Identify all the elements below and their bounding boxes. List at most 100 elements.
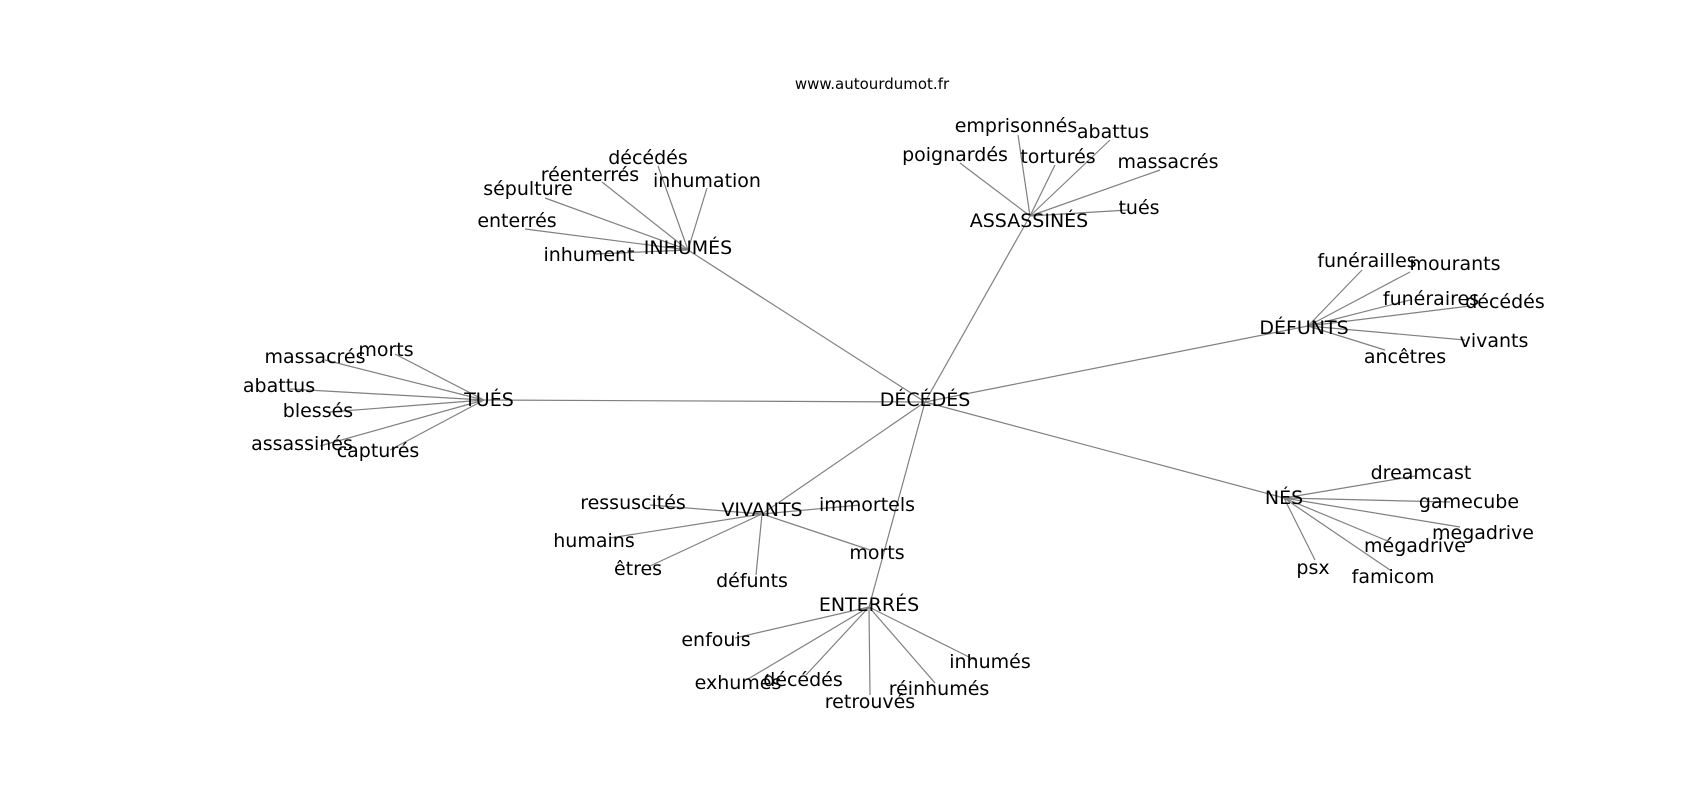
edge-defunts-2 bbox=[1307, 299, 1411, 327]
hub-node-defunts[interactable]: DÉFUNTS bbox=[1259, 316, 1348, 339]
edge-center-assassines bbox=[924, 215, 1031, 403]
leaf-node-tues-4[interactable]: assassinés bbox=[251, 433, 353, 455]
edge-defunts-5 bbox=[1307, 325, 1386, 351]
edge-vivants-2 bbox=[609, 513, 763, 539]
edge-tues-1 bbox=[324, 359, 485, 401]
edge-assassines-5 bbox=[1029, 209, 1129, 217]
edge-enterres-5 bbox=[868, 606, 871, 696]
edge-inhumes-2 bbox=[687, 187, 708, 251]
leaf-node-enterres-3[interactable]: décédés bbox=[763, 669, 843, 691]
edge-nes-1 bbox=[1283, 497, 1451, 503]
leaf-node-nes-1[interactable]: gamecube bbox=[1419, 491, 1519, 513]
leaf-node-vivants-4[interactable]: morts bbox=[849, 542, 904, 564]
leaf-node-tues-2[interactable]: abattus bbox=[243, 375, 315, 397]
leaf-node-enterres-1[interactable]: inhumés bbox=[949, 651, 1031, 673]
edge-assassines-1 bbox=[1029, 139, 1111, 217]
leaf-node-inhumes-5[interactable]: inhument bbox=[543, 244, 634, 266]
edge-vivants-4 bbox=[761, 513, 871, 551]
edge-inhumes-1 bbox=[601, 181, 689, 251]
edge-vivants-3 bbox=[649, 513, 763, 567]
leaf-node-vivants-1[interactable]: immortels bbox=[819, 494, 915, 516]
edge-defunts-1 bbox=[1307, 271, 1411, 327]
edge-nes-4 bbox=[1283, 497, 1316, 561]
edge-center-inhumes bbox=[687, 249, 926, 403]
edge-defunts-0 bbox=[1307, 269, 1363, 327]
leaf-node-nes-0[interactable]: dreamcast bbox=[1371, 462, 1472, 484]
edge-enterres-3 bbox=[805, 606, 870, 676]
leaf-node-nes-4[interactable]: psx bbox=[1296, 557, 1329, 579]
leaf-node-nes-3[interactable]: mégadrive bbox=[1364, 535, 1466, 557]
hub-node-tues[interactable]: TUÉS bbox=[463, 388, 514, 411]
leaf-node-vivants-5[interactable]: défunts bbox=[716, 570, 788, 592]
edge-tues-3 bbox=[329, 399, 485, 413]
leaf-node-vivants-2[interactable]: humains bbox=[553, 530, 634, 552]
graph-edges bbox=[289, 134, 1471, 696]
edge-defunts-3 bbox=[1307, 305, 1471, 327]
leaf-node-enterres-5[interactable]: retrouvés bbox=[825, 691, 915, 713]
leaf-node-tues-1[interactable]: massacrés bbox=[264, 346, 365, 368]
leaf-node-assassines-4[interactable]: massacrés bbox=[1117, 151, 1218, 173]
edge-tues-2 bbox=[289, 388, 485, 401]
leaf-node-assassines-1[interactable]: abattus bbox=[1077, 121, 1149, 143]
leaf-node-assassines-5[interactable]: tués bbox=[1118, 197, 1159, 219]
edge-inhumes-3 bbox=[544, 197, 689, 251]
edge-defunts-4 bbox=[1307, 325, 1466, 341]
hub-node-vivants[interactable]: VIVANTS bbox=[721, 499, 802, 521]
leaf-node-tues-3[interactable]: blessés bbox=[283, 400, 353, 422]
edge-enterres-4 bbox=[868, 606, 936, 684]
leaf-node-inhumes-4[interactable]: enterrés bbox=[477, 210, 556, 232]
leaf-node-inhumes-3[interactable]: sépulture bbox=[483, 178, 573, 200]
leaf-node-defunts-1[interactable]: mourants bbox=[1409, 253, 1500, 275]
edge-center-enterres bbox=[868, 401, 926, 608]
leaf-node-enterres-0[interactable]: enfouis bbox=[681, 629, 750, 651]
leaf-node-enterres-4[interactable]: réinhumés bbox=[889, 678, 990, 700]
edge-vivants-5 bbox=[755, 513, 763, 576]
edge-center-tues bbox=[483, 399, 926, 403]
leaf-node-vivants-0[interactable]: ressuscités bbox=[580, 492, 686, 514]
edge-vivants-1 bbox=[761, 504, 861, 515]
edge-enterres-0 bbox=[734, 606, 870, 639]
leaf-node-enterres-2[interactable]: exhumés bbox=[695, 672, 782, 694]
edge-inhumes-4 bbox=[524, 228, 689, 251]
leaf-node-vivants-3[interactable]: êtres bbox=[614, 558, 662, 580]
edge-tues-5 bbox=[389, 399, 485, 451]
hub-node-inhumes[interactable]: INHUMÉS bbox=[644, 236, 732, 259]
leaf-node-defunts-3[interactable]: décédés bbox=[1465, 291, 1545, 313]
hub-node-assassines[interactable]: ASSASSINÉS bbox=[970, 209, 1088, 232]
edge-tues-4 bbox=[319, 399, 485, 447]
hub-node-enterres[interactable]: ENTERRÉS bbox=[819, 593, 919, 616]
leaf-node-assassines-3[interactable]: torturés bbox=[1020, 146, 1095, 168]
edge-enterres-1 bbox=[868, 606, 976, 661]
edge-inhumes-0 bbox=[657, 165, 689, 251]
leaf-node-tues-5[interactable]: capturés bbox=[337, 440, 420, 462]
leaf-node-inhumes-0[interactable]: décédés bbox=[608, 147, 688, 169]
leaf-node-tues-0[interactable]: morts bbox=[358, 339, 413, 361]
edge-assassines-4 bbox=[1029, 169, 1161, 217]
edge-tues-0 bbox=[394, 353, 485, 401]
leaf-node-assassines-2[interactable]: poignardés bbox=[902, 144, 1008, 166]
edge-center-defunts bbox=[924, 325, 1309, 403]
edge-assassines-3 bbox=[1029, 164, 1056, 217]
edge-enterres-2 bbox=[747, 606, 870, 680]
center-node[interactable]: DÉCÉDÉS bbox=[880, 388, 971, 411]
leaf-node-defunts-4[interactable]: vivants bbox=[1460, 330, 1529, 352]
leaf-node-defunts-5[interactable]: ancêtres bbox=[1364, 346, 1446, 368]
leaf-node-assassines-0[interactable]: emprisonnés bbox=[955, 115, 1078, 137]
edge-inhumes-5 bbox=[594, 249, 689, 255]
leaf-node-defunts-0[interactable]: funérailles bbox=[1317, 250, 1416, 272]
edge-assassines-0 bbox=[1017, 134, 1031, 217]
edge-nes-5 bbox=[1283, 497, 1391, 571]
edge-center-nes bbox=[924, 401, 1285, 499]
leaf-node-inhumes-2[interactable]: inhumation bbox=[653, 170, 761, 192]
edge-nes-3 bbox=[1283, 497, 1391, 543]
site-url[interactable]: www.autourdumot.fr bbox=[795, 75, 950, 93]
hub-node-nes[interactable]: NÉS bbox=[1265, 486, 1303, 509]
leaf-node-nes-5[interactable]: famicom bbox=[1352, 566, 1435, 588]
leaf-node-inhumes-1[interactable]: réenterrés bbox=[541, 164, 639, 186]
edge-nes-2 bbox=[1283, 497, 1461, 528]
leaf-node-defunts-2[interactable]: funéraires bbox=[1383, 288, 1479, 310]
edge-vivants-0 bbox=[649, 504, 763, 515]
leaf-node-nes-2[interactable]: megadrive bbox=[1432, 522, 1534, 544]
